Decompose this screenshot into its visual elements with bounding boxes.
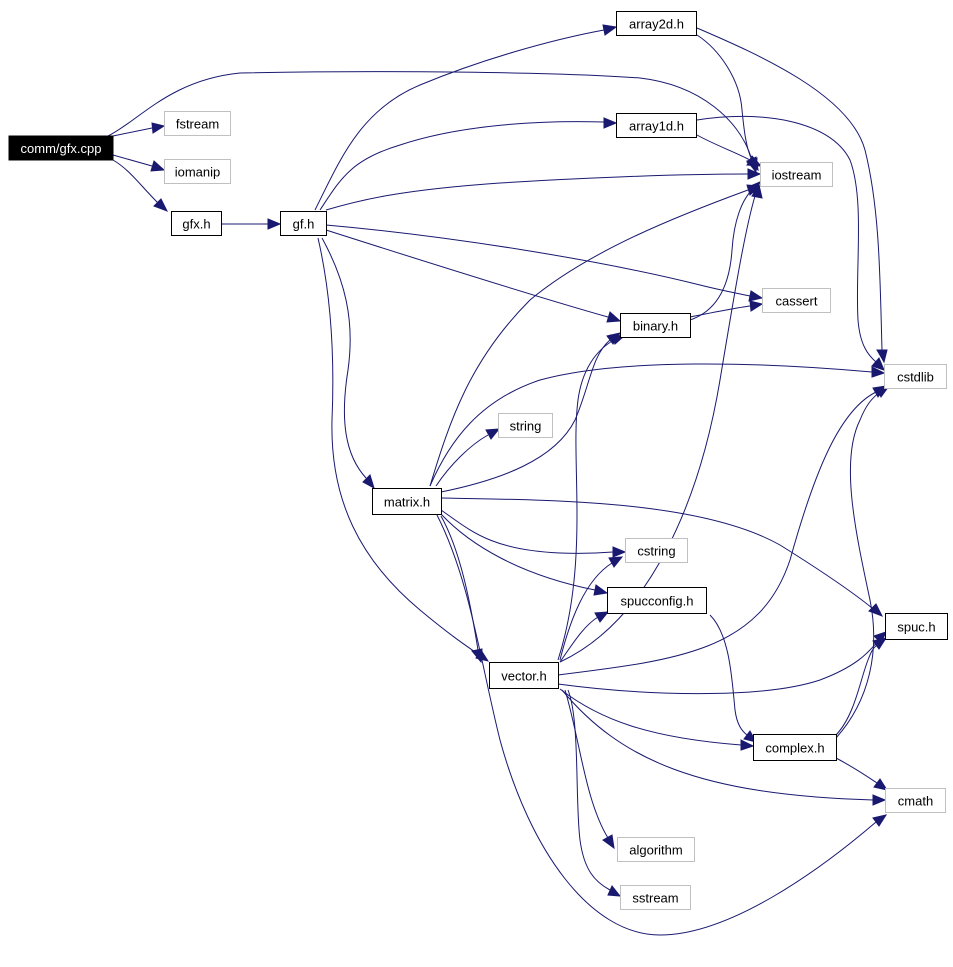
node-cassert-label: cassert (776, 294, 818, 309)
node-complex-h-label: complex.h (765, 741, 824, 756)
node-array2d-h[interactable]: array2d.h (616, 11, 697, 36)
node-gfx-cpp-label: comm/gfx.cpp (21, 141, 102, 156)
edge-gfh-binaryh (325, 229, 622, 323)
node-array2d-h-label: array2d.h (629, 17, 684, 32)
edge-vectorh-spuch (557, 631, 887, 695)
node-iostream-label: iostream (772, 168, 822, 183)
edge-matrixh-spuch (440, 497, 884, 617)
edge-binaryh-cassert (689, 300, 764, 318)
node-spuc-h-label: spuc.h (897, 620, 935, 635)
node-binary-h[interactable]: binary.h (620, 313, 691, 338)
edge-gfxh-gfh (221, 218, 282, 230)
node-cstdlib-label: cstdlib (897, 370, 934, 385)
node-matrix-h[interactable]: matrix.h (372, 488, 442, 515)
node-gfx-h[interactable]: gfx.h (171, 211, 222, 236)
node-vector-h[interactable]: vector.h (489, 662, 559, 689)
node-cstring[interactable]: cstring (625, 538, 688, 563)
node-sstream[interactable]: sstream (620, 885, 691, 910)
edge-matrixh-spucconfigh (440, 513, 609, 596)
node-gfx-h-label: gfx.h (182, 217, 210, 232)
edge-vectorh-algorithm (564, 689, 615, 850)
edge-gfh-matrixh (321, 237, 375, 490)
edge-gfh-array1dh (319, 117, 618, 211)
edge-complexh-cstdlib (835, 385, 891, 739)
node-cmath[interactable]: cmath (885, 788, 946, 813)
edge-gfxcpp-fstream (112, 122, 166, 137)
node-cstdlib[interactable]: cstdlib (884, 364, 947, 389)
edge-matrixh-vectorh (440, 515, 483, 664)
edge-gfxcpp-gfxh (112, 159, 169, 212)
node-sstream-label: sstream (632, 891, 678, 906)
node-binary-h-label: binary.h (633, 319, 678, 334)
edge-matrixh-cmath (436, 514, 888, 936)
node-spucconfig-h[interactable]: spucconfig.h (607, 587, 707, 614)
edge-array2dh-cstdlib (696, 27, 888, 364)
node-string[interactable]: string (498, 413, 553, 438)
edge-vectorh-sstream (567, 689, 622, 897)
edge-vectorh-complexh (559, 688, 755, 751)
edge-matrixh-cstdlib (429, 363, 886, 487)
node-cstring-label: cstring (637, 544, 675, 559)
node-iomanip-label: iomanip (175, 165, 221, 180)
edge-gfh-vectorh (317, 237, 490, 662)
edge-matrixh-binaryh (440, 332, 622, 493)
node-algorithm[interactable]: algorithm (617, 837, 695, 862)
node-array1d-h-label: array1d.h (629, 119, 684, 134)
edge-array1dh-iostream (696, 134, 763, 167)
node-vector-h-label: vector.h (501, 669, 547, 684)
node-cassert[interactable]: cassert (762, 288, 831, 313)
node-cmath-label: cmath (898, 794, 933, 809)
edge-gfh-cassert (325, 224, 764, 302)
node-gf-h-label: gf.h (293, 217, 315, 232)
edge-gfh-iostream (325, 168, 762, 211)
edge-vectorh-cmath (561, 689, 887, 806)
edge-matrixh-cstring (440, 509, 627, 558)
node-gf-h[interactable]: gf.h (280, 211, 327, 236)
node-gfx-cpp[interactable]: comm/gfx.cpp (8, 135, 114, 161)
edge-gfh-array2dh (314, 24, 618, 211)
node-fstream[interactable]: fstream (164, 111, 231, 136)
node-fstream-label: fstream (176, 117, 219, 132)
node-string-label: string (510, 419, 542, 434)
edge-matrixh-string (435, 428, 501, 487)
edge-vectorh-cstring (559, 556, 624, 661)
node-complex-h[interactable]: complex.h (753, 734, 837, 761)
node-algorithm-label: algorithm (629, 843, 682, 858)
edge-complexh-spuch (835, 637, 888, 736)
node-iomanip[interactable]: iomanip (164, 159, 231, 184)
nodes: comm/gfx.cpp fstream iomanip gfx.h gf.h … (8, 11, 948, 910)
edge-vectorh-cstdlib (557, 385, 888, 676)
edge-array1dh-cstdlib (696, 115, 885, 371)
node-iostream[interactable]: iostream (760, 162, 833, 187)
node-spuc-h[interactable]: spuc.h (885, 613, 948, 640)
edge-complexh-cmath (835, 757, 889, 791)
node-array1d-h[interactable]: array1d.h (616, 113, 697, 138)
edge-vectorh-spucconfigh (559, 611, 610, 663)
node-matrix-h-label: matrix.h (384, 495, 430, 510)
node-spucconfig-h-label: spucconfig.h (621, 594, 694, 609)
edge-gfxcpp-iomanip (112, 154, 166, 172)
